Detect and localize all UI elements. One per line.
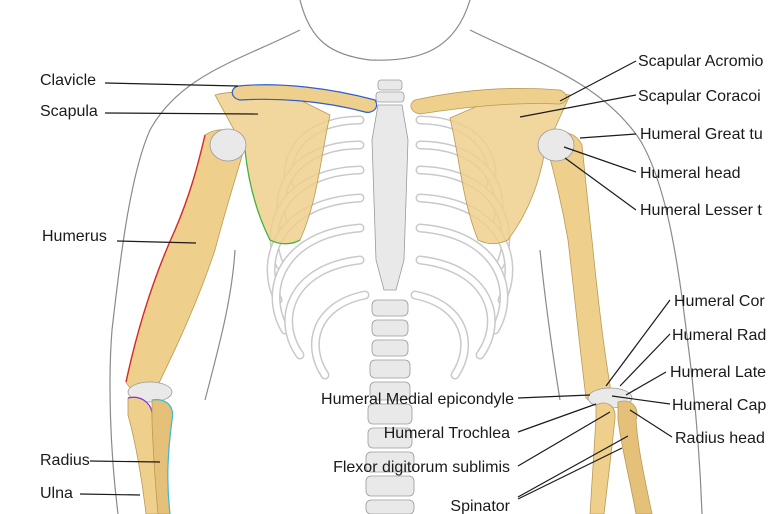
label-ulna: Ulna <box>40 485 73 502</box>
right-scapula <box>449 93 571 245</box>
label-clavicle: Clavicle <box>40 72 96 89</box>
label-humeral-lesser-tubercle: Humeral Lesser t <box>640 202 762 219</box>
label-humeral-medial-epicondyle: Humeral Medial epicondyle <box>321 391 514 408</box>
left-humerus <box>125 129 246 393</box>
label-humeral-great-tubercle: Humeral Great tu <box>640 126 763 143</box>
left-elbow-joint <box>127 381 173 403</box>
right-clavicle <box>410 88 567 115</box>
label-scapular-coracoid: Scapular Coracoi <box>638 88 761 105</box>
label-humeral-trochlea: Humeral Trochlea <box>384 425 510 442</box>
label-spinator: Spinator <box>450 498 510 514</box>
label-humeral-lateral: Humeral Late <box>670 364 766 381</box>
label-scapular-acromion: Scapular Acromio <box>638 53 763 70</box>
left-humeral-head <box>209 128 247 162</box>
left-humerus-outline <box>125 134 206 383</box>
sternum <box>371 104 409 291</box>
left-ulna-outline <box>151 399 174 514</box>
leader-lines <box>79 60 673 500</box>
label-flexor-digitorum: Flexor digitorum sublimis <box>333 459 510 476</box>
label-scapula: Scapula <box>40 103 98 120</box>
right-humeral-head <box>537 128 575 162</box>
label-humeral-radial: Humeral Rad <box>672 327 766 344</box>
body-outline <box>109 0 703 514</box>
label-humerus: Humerus <box>42 228 107 245</box>
label-radius: Radius <box>40 452 90 469</box>
label-radius-head: Radius head <box>675 430 765 447</box>
right-ulna <box>617 400 653 514</box>
label-humeral-capitulum: Humeral Cap <box>672 397 766 414</box>
right-humerus <box>544 131 611 403</box>
left-scapula-outline <box>244 149 301 245</box>
label-humeral-head: Humeral head <box>640 165 741 182</box>
right-radius <box>589 402 616 514</box>
left-clavicle-outline <box>231 84 378 113</box>
label-humeral-coronoid: Humeral Cor <box>674 293 765 310</box>
spine <box>365 79 415 514</box>
